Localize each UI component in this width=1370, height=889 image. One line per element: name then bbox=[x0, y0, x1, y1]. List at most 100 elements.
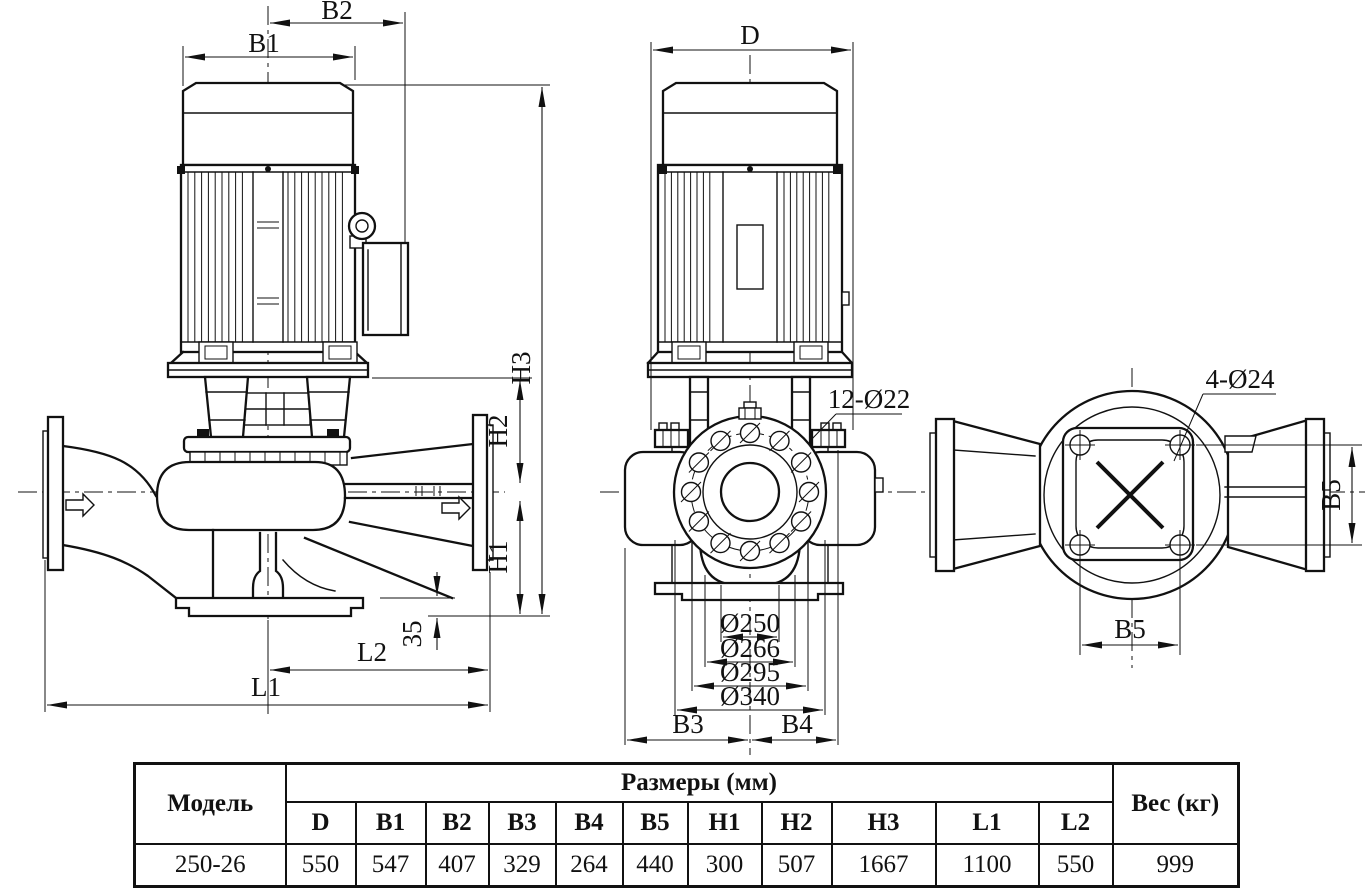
motor-foot bbox=[793, 341, 829, 364]
dim-label-dia340: Ø340 bbox=[720, 681, 780, 711]
col-header-b5: B5 bbox=[621, 801, 689, 845]
drain-bell bbox=[251, 531, 285, 600]
col-header-d: D bbox=[284, 801, 357, 845]
value-d: 550 bbox=[284, 843, 357, 888]
dim-label-b5-horizontal: B5 bbox=[1114, 614, 1146, 644]
discharge-cone bbox=[348, 442, 475, 548]
dim-label-b5-vertical: B5 bbox=[1316, 479, 1346, 511]
dim-label-dia250: Ø250 bbox=[720, 608, 780, 638]
label-pad-holes: 4-Ø24 bbox=[1206, 364, 1275, 394]
motor-foot bbox=[671, 341, 707, 364]
value-b4: 264 bbox=[554, 843, 624, 888]
dim-label-b3: B3 bbox=[672, 709, 704, 739]
motor-cooling-fins bbox=[664, 172, 830, 342]
dimension-h1: H1 bbox=[483, 501, 524, 614]
value-b3: 329 bbox=[487, 843, 557, 888]
callout-4-holes: 4-Ø24 bbox=[1173, 364, 1276, 462]
pump-top-flange bbox=[182, 435, 352, 454]
nozzle-tab bbox=[1224, 435, 1257, 453]
dimension-l1: L1 bbox=[44, 560, 488, 712]
flange-bolts bbox=[680, 422, 820, 562]
motor-nameplate bbox=[736, 224, 764, 290]
cross-brace bbox=[1095, 460, 1165, 530]
weight-header-cell: Вес (кг) bbox=[1111, 762, 1240, 845]
dim-label-h3: H3 bbox=[506, 352, 536, 385]
model-header-cell: Модель bbox=[133, 762, 287, 845]
dimension-b5-vertical: B5 bbox=[1196, 444, 1362, 546]
dimension-b1: B1 bbox=[182, 28, 356, 86]
suction-flange bbox=[934, 417, 956, 573]
dimension-d: D bbox=[650, 20, 854, 430]
dim-label-dia266: Ø266 bbox=[720, 633, 780, 663]
dimension-b5-horizontal: B5 bbox=[1079, 557, 1181, 655]
side-view: B2 B1 H3 H2 H1 35 L2 bbox=[18, 0, 550, 714]
callout-12-holes: 12-Ø22 bbox=[809, 384, 911, 442]
air-vent-cap bbox=[738, 407, 762, 420]
dimension-b2: B2 bbox=[270, 0, 406, 243]
motor-fan-cowl bbox=[661, 81, 839, 167]
motor-foot bbox=[198, 341, 234, 364]
dimension-l2: L2 bbox=[267, 572, 491, 712]
col-header-l1: L1 bbox=[934, 801, 1040, 845]
dimension-table: Модель Размеры (мм) Вес (кг) D B1 B2 B3 … bbox=[133, 762, 1240, 888]
suction-flange bbox=[46, 415, 65, 572]
baseplate bbox=[653, 581, 845, 602]
motor-foot bbox=[322, 341, 358, 364]
discharge-flange bbox=[1304, 417, 1326, 573]
value-b2: 407 bbox=[424, 843, 490, 888]
discharge-flange bbox=[471, 413, 489, 572]
value-h1: 300 bbox=[686, 843, 763, 888]
lantern-column bbox=[203, 375, 250, 439]
model-value-cell: 250-26 bbox=[133, 843, 287, 888]
label-flange-holes: 12-Ø22 bbox=[828, 384, 911, 414]
col-header-b4: B4 bbox=[554, 801, 624, 845]
col-header-b1: B1 bbox=[354, 801, 427, 845]
dim-label-35: 35 bbox=[397, 621, 427, 648]
dim-label-h1: H1 bbox=[483, 541, 513, 574]
value-l1: 1100 bbox=[934, 843, 1040, 888]
value-weight: 999 bbox=[1111, 843, 1240, 888]
motor-cooling-fins bbox=[187, 172, 343, 342]
suction-contour bbox=[61, 444, 158, 498]
col-header-h3: H3 bbox=[830, 801, 937, 845]
col-header-b3: B3 bbox=[487, 801, 557, 845]
flow-arrow-icon bbox=[441, 495, 471, 521]
dimension-b3-b4: B3 B4 bbox=[627, 709, 836, 744]
value-h3: 1667 bbox=[830, 843, 937, 888]
front-view: 12-Ø22 D Ø250 Ø266 Ø295 Ø340 B3 B4 bbox=[600, 20, 1365, 755]
dim-label-d: D bbox=[740, 20, 760, 50]
lantern-column bbox=[305, 375, 352, 439]
col-header-h2: H2 bbox=[760, 801, 833, 845]
col-header-b2: B2 bbox=[424, 801, 490, 845]
drain-plug bbox=[841, 291, 850, 306]
table-row: 250-26 550 547 407 329 264 440 300 507 1… bbox=[133, 843, 1240, 888]
dim-label-b1: B1 bbox=[248, 28, 280, 58]
sizes-header-cell: Размеры (мм) bbox=[284, 762, 1114, 803]
top-view: 4-Ø24 B5 B5 bbox=[929, 364, 1362, 668]
value-h2: 507 bbox=[760, 843, 833, 888]
dim-label-b4: B4 bbox=[781, 709, 813, 739]
motor-body bbox=[179, 163, 357, 354]
dim-label-l1: L1 bbox=[251, 672, 281, 702]
discharge-pipe bbox=[343, 482, 475, 500]
value-l2: 550 bbox=[1037, 843, 1114, 888]
dimension-diameters: Ø250 Ø266 Ø295 Ø340 bbox=[624, 450, 839, 745]
lifting-eyebolt-icon bbox=[347, 211, 377, 241]
dim-label-h2: H2 bbox=[483, 415, 513, 448]
volute-casing bbox=[155, 460, 347, 532]
dim-label-l2: L2 bbox=[357, 637, 387, 667]
dimension-35: 35 bbox=[380, 572, 455, 650]
baseplate bbox=[174, 596, 365, 618]
pad-bolt-holes bbox=[1065, 430, 1195, 560]
value-b5: 440 bbox=[621, 843, 689, 888]
dim-label-b2: B2 bbox=[321, 0, 353, 25]
col-header-l2: L2 bbox=[1037, 801, 1114, 845]
value-b1: 547 bbox=[354, 843, 427, 888]
dimension-h2: H2 bbox=[372, 377, 532, 483]
flange-bore bbox=[719, 461, 781, 523]
dimension-h3: H3 bbox=[344, 84, 550, 617]
flow-arrow-icon bbox=[65, 492, 95, 518]
dim-label-dia295: Ø295 bbox=[720, 657, 780, 687]
